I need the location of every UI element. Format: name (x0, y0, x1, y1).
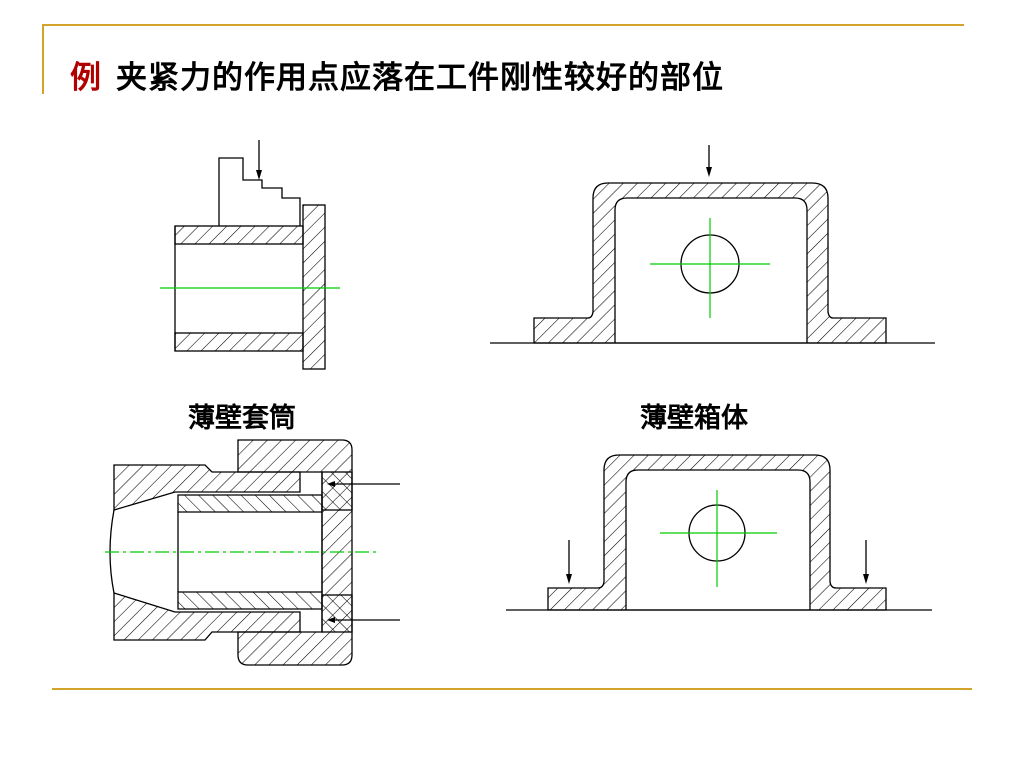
thin-wall-sleeve-drawing (160, 140, 340, 370)
caption-thin-wall-sleeve: 薄壁套筒 (188, 403, 296, 434)
slide-title: 例夹紧力的作用点应落在工件刚性较好的部位 (70, 52, 724, 97)
thin-wall-box-drawing (490, 145, 935, 344)
frame-bottom-line (52, 688, 972, 690)
title-text: 夹紧力的作用点应落在工件刚性较好的部位 (116, 60, 724, 96)
thin-wall-box-flange-clamp-drawing (506, 454, 932, 611)
collet-sleeve-drawing (105, 439, 400, 666)
caption-thin-wall-box: 薄壁箱体 (640, 403, 748, 434)
frame-top-line (42, 24, 964, 26)
frame-left-line (42, 24, 44, 94)
title-prefix: 例 (70, 60, 102, 96)
